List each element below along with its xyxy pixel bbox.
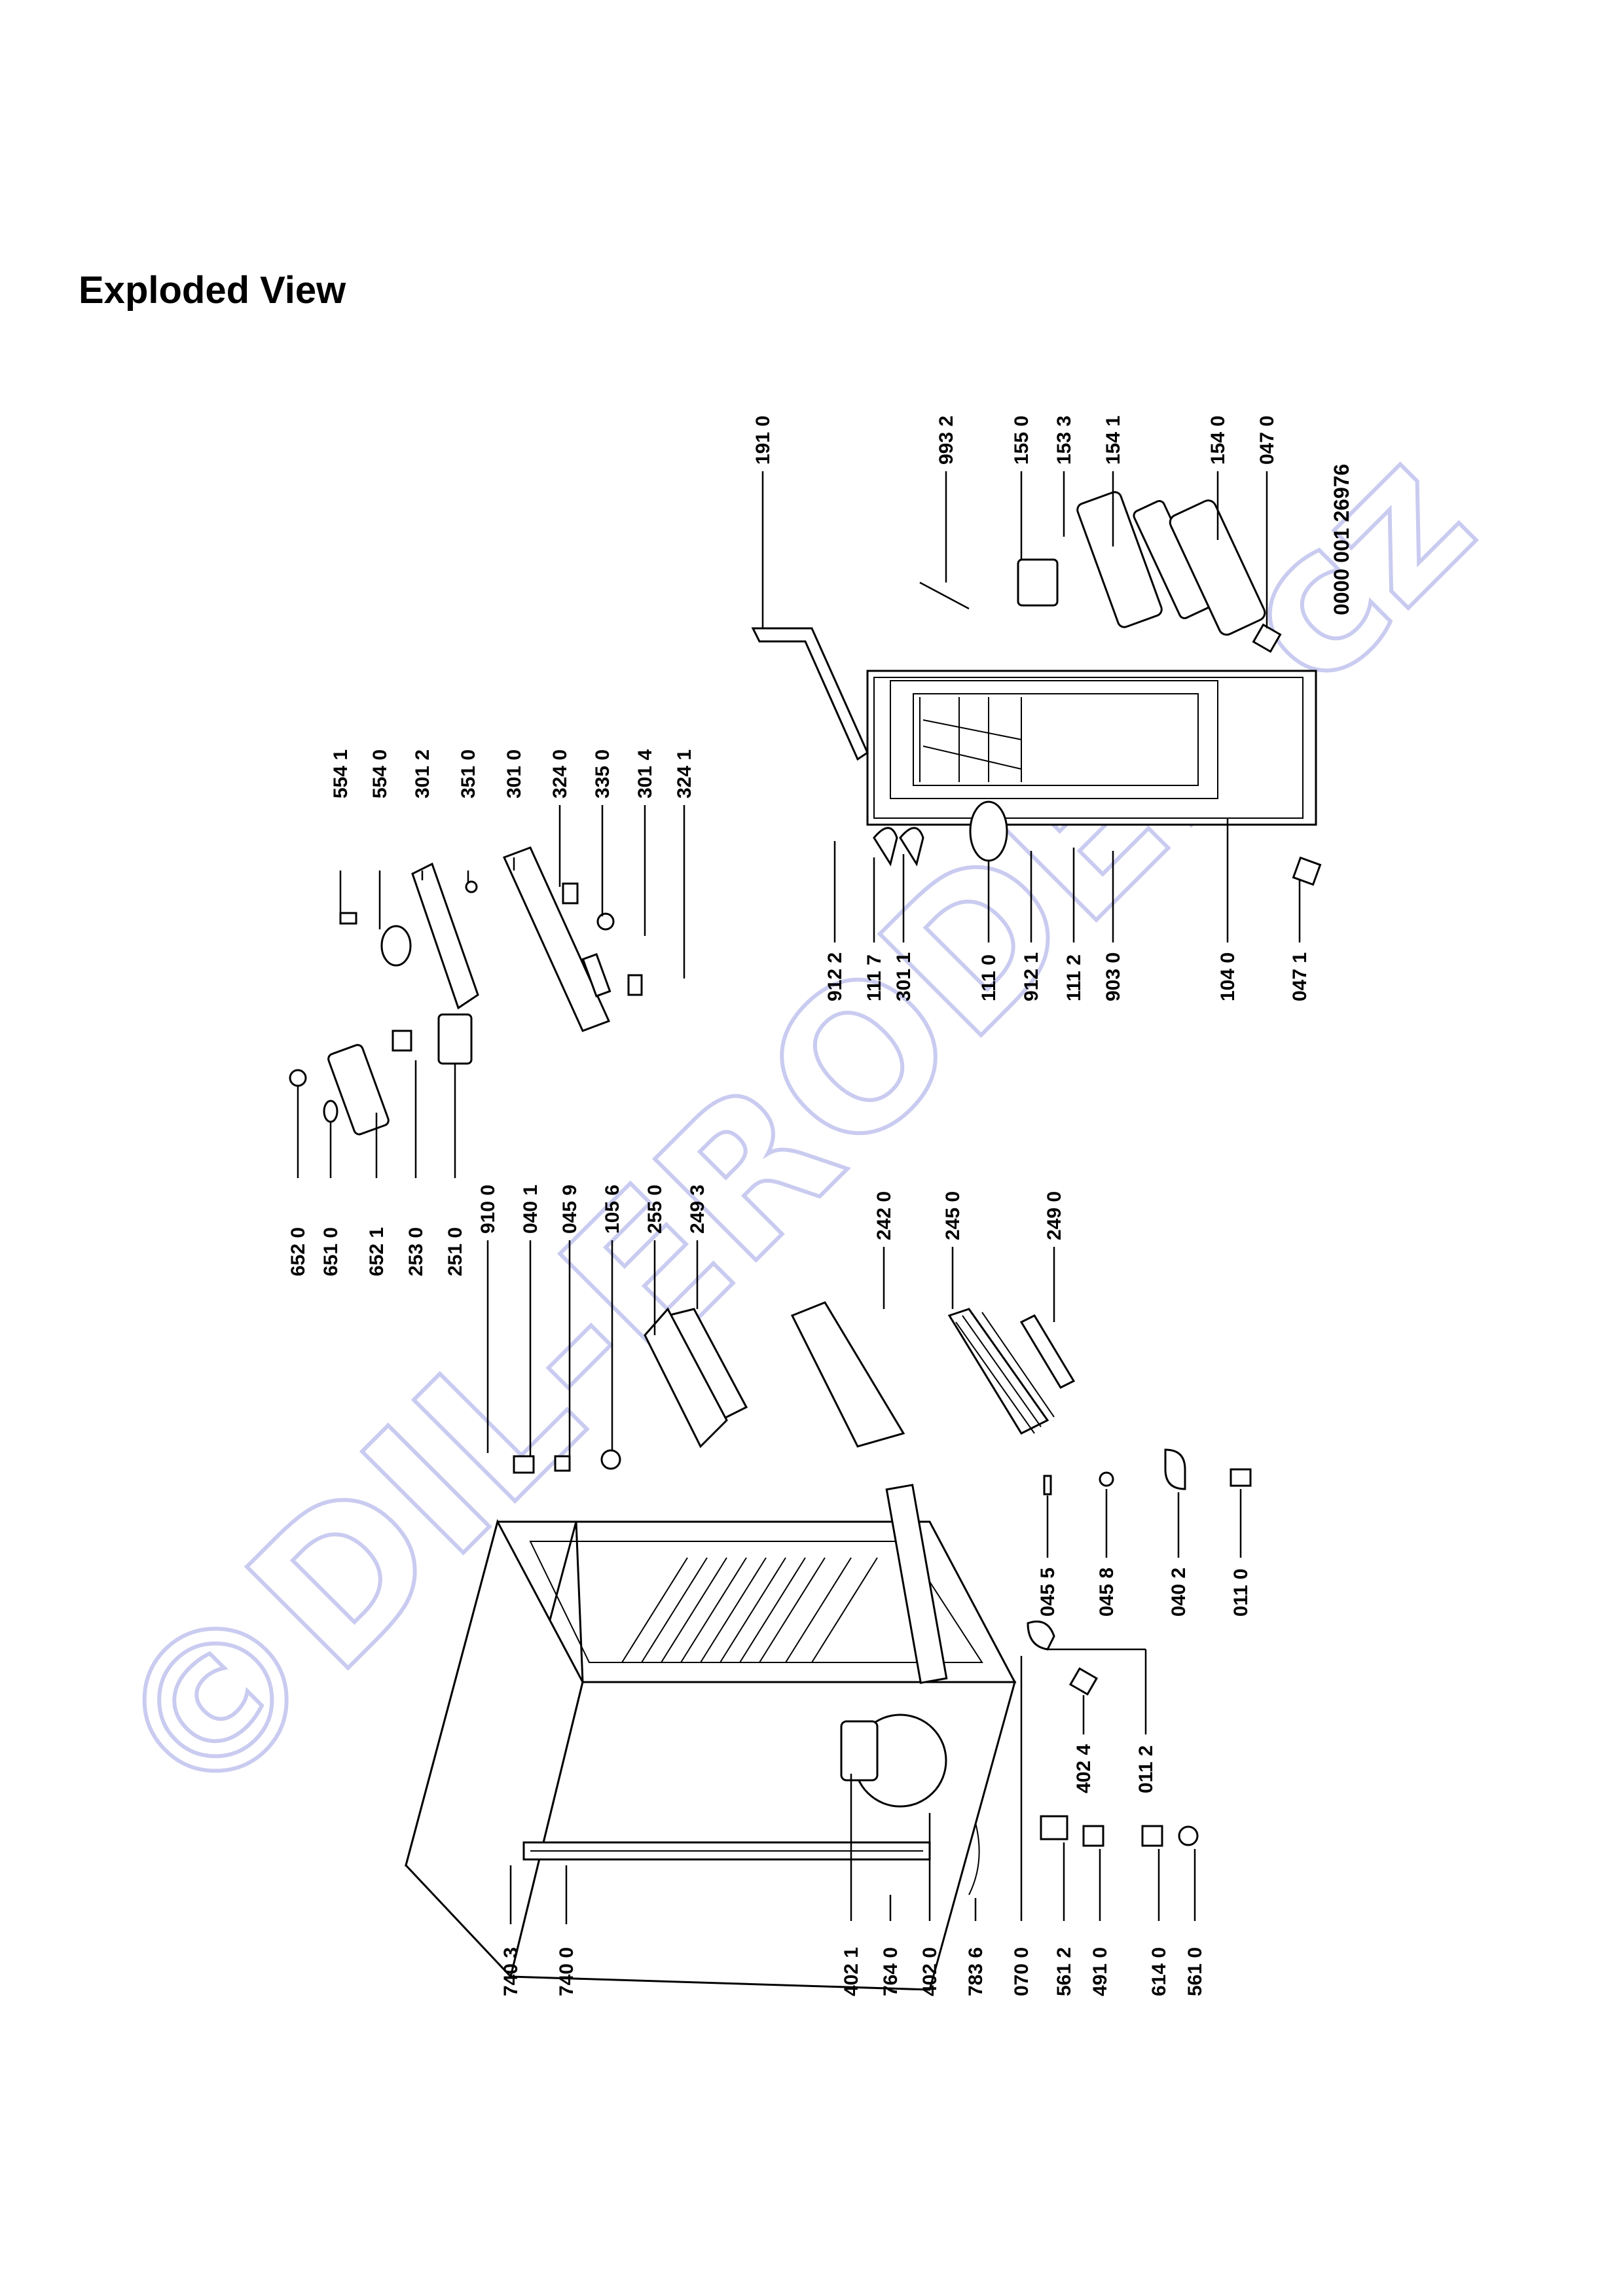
- part-labels: 652 0 651 0 652 1 253 0 251 0 910 0 040 …: [287, 416, 1353, 1996]
- part-label: 251 0: [445, 1227, 466, 1276]
- part-label: 154 1: [1103, 416, 1124, 465]
- part-label: 783 6: [965, 1947, 987, 1996]
- part-label: 045 9: [559, 1185, 581, 1234]
- part-label: 153 3: [1053, 416, 1075, 465]
- part-label: 554 1: [330, 749, 352, 798]
- part-label: 740 3: [500, 1947, 522, 1996]
- part-label: 047 1: [1289, 952, 1311, 1001]
- part-label: 111 2: [1063, 954, 1085, 1001]
- part-label: 045 8: [1096, 1568, 1118, 1617]
- part-label: 351 0: [458, 749, 479, 798]
- part-label: 105 6: [602, 1185, 623, 1234]
- part-label: 912 2: [824, 952, 846, 1001]
- parts-drawing: [289, 491, 1322, 1991]
- part-label: 253 0: [405, 1227, 427, 1276]
- part-label: 301 4: [634, 749, 656, 798]
- part-label: 011 0: [1230, 1569, 1252, 1617]
- part-label: 255 0: [644, 1185, 666, 1234]
- part-label: 011 2: [1135, 1746, 1157, 1793]
- page-title: Exploded View: [79, 269, 346, 312]
- part-label: 491 0: [1089, 1947, 1111, 1996]
- part-label: 652 0: [287, 1227, 309, 1276]
- part-label: 402 4: [1073, 1744, 1095, 1793]
- part-label: 324 1: [674, 749, 695, 798]
- part-label: 402 0: [919, 1947, 941, 1996]
- part-label: 155 0: [1011, 416, 1032, 465]
- part-label: 335 0: [592, 749, 613, 798]
- part-label: 040 1: [520, 1185, 541, 1234]
- part-label: 245 0: [942, 1191, 964, 1240]
- part-label: 993 2: [936, 416, 957, 465]
- small-parts-left: [289, 1013, 621, 1474]
- part-label: 111 0: [978, 954, 1000, 1001]
- part-label: 912 1: [1021, 952, 1042, 1001]
- part-label: 402 1: [841, 1947, 862, 1996]
- part-label: 301 2: [412, 749, 433, 798]
- part-label: 191 0: [752, 416, 774, 465]
- part-label: 040 2: [1168, 1568, 1190, 1617]
- cabinet-part: [405, 1484, 1017, 1991]
- part-label: 249 3: [687, 1185, 708, 1234]
- part-label: 910 0: [477, 1185, 499, 1234]
- shelf-parts: [644, 1301, 1076, 1448]
- part-label: 047 0: [1256, 416, 1278, 465]
- part-label: 324 0: [549, 749, 571, 798]
- small-parts-bottom: [968, 1448, 1252, 1895]
- part-label: 154 0: [1207, 416, 1229, 465]
- part-label: 249 0: [1044, 1191, 1065, 1240]
- part-label: 242 0: [873, 1191, 895, 1240]
- part-label: 301 1: [893, 952, 915, 1001]
- part-label: 104 0: [1217, 952, 1239, 1001]
- part-label: 740 0: [556, 1947, 577, 1996]
- part-label: 554 0: [369, 749, 391, 798]
- part-label: 111 7: [864, 954, 885, 1001]
- door-bin-parts: [919, 491, 1322, 886]
- part-label: 903 0: [1103, 952, 1124, 1001]
- part-label: 045 5: [1037, 1568, 1059, 1617]
- leader-lines: [297, 471, 1301, 1924]
- part-label: 561 2: [1053, 1947, 1075, 1996]
- part-label: 070 0: [1011, 1947, 1032, 1996]
- part-label: 301 0: [503, 749, 525, 798]
- part-label: 561 0: [1184, 1947, 1206, 1996]
- part-label: 652 1: [366, 1227, 388, 1276]
- part-label: 764 0: [880, 1947, 902, 1996]
- document-number: 0000 001 26976: [1330, 464, 1353, 615]
- part-label: 651 0: [320, 1227, 342, 1276]
- housing-parts: [339, 846, 643, 1032]
- part-label: 614 0: [1148, 1947, 1170, 1996]
